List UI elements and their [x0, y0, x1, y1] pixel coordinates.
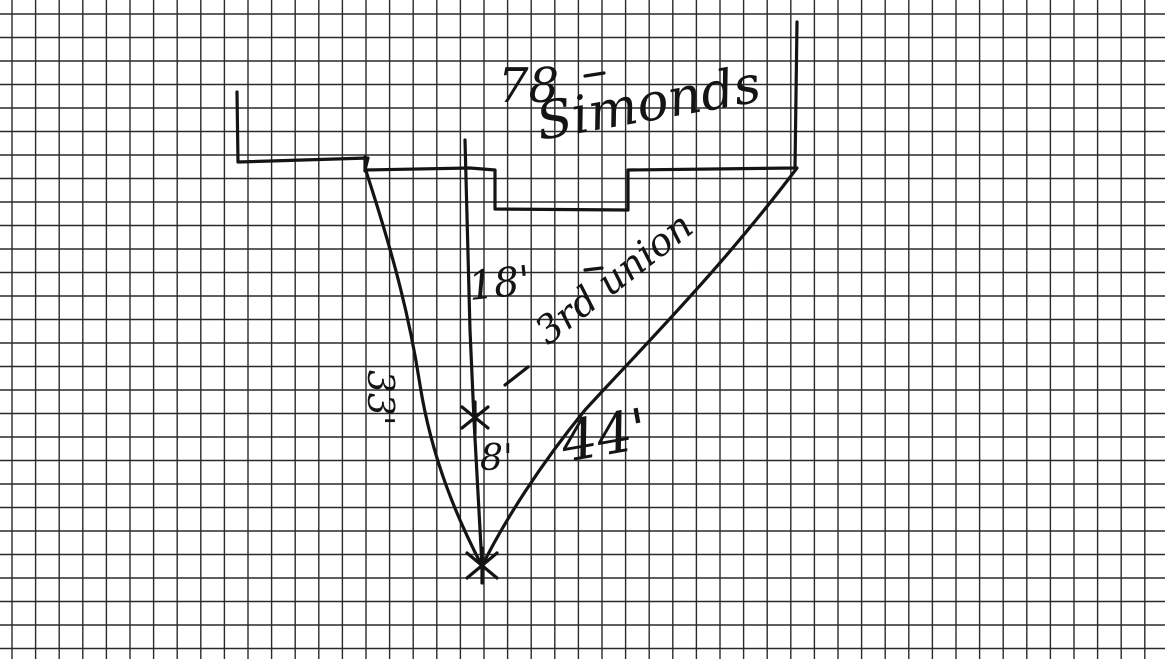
right-leg-line: [480, 166, 799, 568]
star-marker-mid: [460, 400, 490, 435]
center-upper-measurement: 18': [466, 258, 532, 310]
union-tick: [583, 266, 604, 272]
left-leg-measurement: 33': [359, 370, 400, 426]
center-lower-measurement: 8': [480, 438, 513, 479]
measurement-lines: [364, 138, 799, 568]
left-leg-line: [364, 169, 484, 568]
house-outline: [235, 20, 799, 212]
address-number: 78: [498, 58, 559, 114]
address-dash: [583, 71, 606, 78]
star-marker-bottom: [465, 546, 499, 585]
union-pointer-line: [503, 365, 530, 387]
right-leg-measurement: 44': [555, 397, 653, 476]
center-line: [463, 138, 484, 568]
